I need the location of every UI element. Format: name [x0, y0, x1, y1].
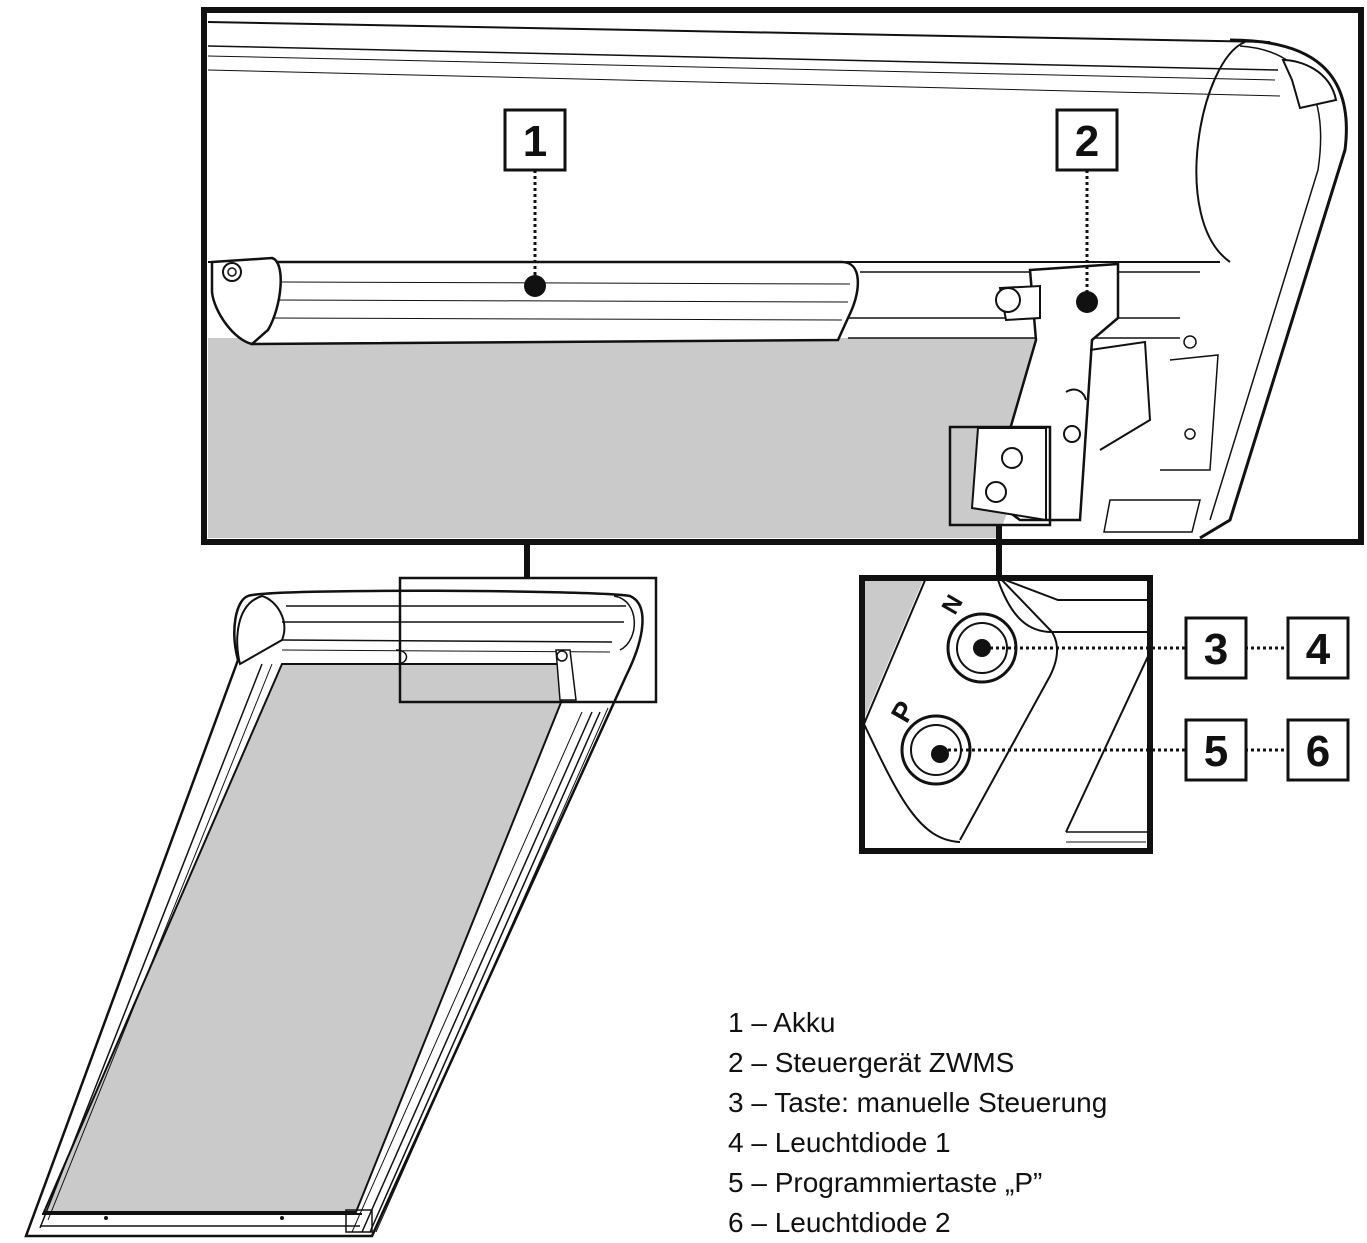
button-detail-view: N P [859, 575, 1153, 854]
legend-item-1: 1 – Akku [728, 1007, 836, 1038]
frame-corner [1199, 38, 1348, 540]
callout-5-label: 5 [1204, 727, 1228, 776]
legend: 1 – Akku 2 – Steuergerät ZWMS 3 – Taste:… [728, 1003, 1107, 1243]
marker-control-unit [1076, 291, 1098, 313]
blind-fabric [42, 663, 572, 1213]
callout-3-label: 3 [1204, 625, 1228, 674]
legend-item-4: 4 – Leuchtdiode 1 [728, 1127, 951, 1158]
callout-5: 5 [1184, 718, 1248, 782]
callout-4: 4 [1286, 616, 1350, 680]
legend-item-5: 5 – Programmiertaste „P” [728, 1167, 1043, 1198]
battery-body [250, 260, 860, 346]
callout-6: 6 [1286, 718, 1350, 782]
control-unit [970, 262, 1219, 533]
legend-item-3: 3 – Taste: manuelle Steuerung [728, 1087, 1108, 1118]
callout-4-label: 4 [1306, 625, 1331, 674]
callout-2: 2 [1055, 108, 1119, 172]
callout-6-label: 6 [1306, 727, 1330, 776]
legend-item-2: 2 – Steuergerät ZWMS [728, 1047, 1015, 1078]
zoom-indicator-head [398, 576, 658, 704]
full-blind-view [24, 576, 658, 1238]
callout-2-label: 2 [1075, 117, 1099, 166]
blind-fabric-detail [208, 332, 1072, 538]
callout-1: 1 [503, 108, 567, 172]
leader-lines [533, 170, 1287, 752]
callout-1-label: 1 [523, 117, 547, 166]
top-detail-view [201, 7, 1364, 545]
callout-3: 3 [1184, 616, 1248, 680]
legend-item-6: 6 – Leuchtdiode 2 [728, 1207, 951, 1238]
marker-battery [524, 275, 546, 297]
